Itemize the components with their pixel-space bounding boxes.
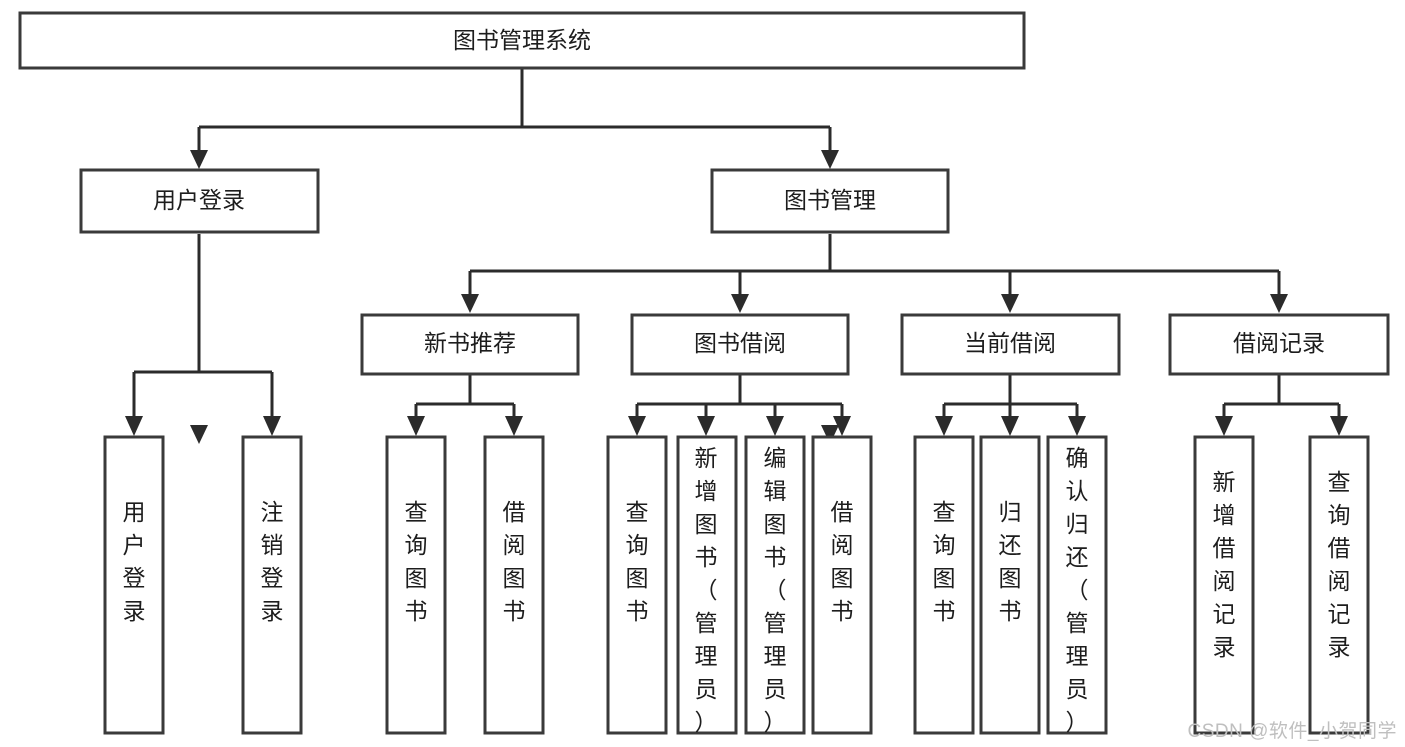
leaf-add-book-admin[interactable]: 新增图书（管理员）	[676, 435, 738, 735]
leaf-borrow-book-newbook[interactable]: 借阅图书	[483, 435, 545, 735]
node-current-borrow[interactable]: 当前借阅	[900, 313, 1121, 376]
leaf-query-borrow-record-box[interactable]	[1308, 435, 1370, 735]
leaf-query-book-borrow[interactable]: 查询图书	[606, 435, 668, 735]
leaf-logout-box[interactable]	[241, 435, 303, 735]
leaf-borrow-book-borrow-label: 借阅图书	[831, 499, 854, 624]
leaf-add-borrow-record[interactable]: 新增借阅记录	[1193, 435, 1255, 735]
arrow-l3-borrowbook	[731, 294, 749, 313]
leaf-edit-book-admin-box[interactable]	[744, 435, 806, 735]
leaf-query-book-newbook[interactable]: 查询图书	[385, 435, 447, 735]
node-borrow-records[interactable]: 借阅记录	[1168, 313, 1390, 376]
edge-root-to-bus	[197, 68, 832, 160]
arrow-l2-userlogin	[190, 150, 208, 169]
node-current-borrow-box[interactable]	[900, 313, 1121, 376]
node-root-box[interactable]	[18, 11, 1026, 70]
node-current-borrow-label: 当前借阅	[964, 330, 1056, 356]
arrow-to-userlogin	[190, 425, 208, 444]
node-user-login-box[interactable]	[79, 168, 320, 234]
edge-borrowbook-to-bus	[635, 375, 844, 427]
node-root-label: 图书管理系统	[453, 27, 591, 53]
leaf-add-book-admin-box[interactable]	[676, 435, 738, 735]
leaf-borrow-book-borrow[interactable]: 借阅图书	[811, 435, 873, 735]
arrow-leaf-4	[505, 416, 523, 436]
leaf-edit-book-admin-label: 编辑图书（管理员）	[764, 445, 787, 735]
node-borrow-records-label: 借阅记录	[1233, 330, 1325, 356]
node-new-book-recommend-box[interactable]	[360, 313, 580, 376]
leaf-borrow-book-newbook-label: 借阅图书	[503, 499, 526, 624]
csdn-watermark: CSDN @软件_小贺同学	[1187, 721, 1397, 742]
arrow-leaf-9	[935, 416, 953, 436]
arrow-to-bookmgmt	[821, 425, 839, 444]
leaf-query-book-current-label: 查询图书	[933, 499, 956, 624]
node-book-borrow[interactable]: 图书借阅	[630, 313, 850, 376]
arrow-l2-bookmgmt	[821, 150, 839, 169]
leaf-confirm-return-admin-box[interactable]	[1046, 435, 1108, 735]
leaf-confirm-return-admin-label: 确认归还（管理员）	[1066, 445, 1089, 735]
arrow-leaf-12	[1215, 416, 1233, 436]
leaf-query-borrow-record[interactable]: 查询借阅记录	[1308, 435, 1370, 735]
leaf-query-book-current-box[interactable]	[913, 435, 975, 735]
arrow-leaf-11	[1068, 416, 1086, 436]
leaf-query-book-current[interactable]: 查询图书	[913, 435, 975, 735]
node-new-book-recommend[interactable]: 新书推荐	[360, 313, 580, 376]
arrow-leaf-1	[125, 416, 143, 436]
leaf-query-book-borrow-label: 查询图书	[626, 499, 649, 624]
leaf-return-book[interactable]: 归还图书	[979, 435, 1041, 735]
node-new-book-recommend-label: 新书推荐	[424, 330, 516, 356]
leaf-edit-book-admin[interactable]: 编辑图书（管理员）	[744, 435, 806, 735]
arrowheads-level2	[125, 150, 1348, 436]
edge-newbook-to-bus	[414, 375, 516, 427]
edge-records-to-bus	[1222, 375, 1341, 427]
arrow-leaf-8	[833, 416, 851, 436]
arrow-l3-current	[1001, 294, 1019, 313]
node-user-login[interactable]: 用户登录	[79, 168, 320, 234]
leaf-query-borrow-record-label: 查询借阅记录	[1328, 469, 1351, 660]
edges-layer	[132, 68, 1341, 427]
leaf-add-book-admin-label: 新增图书（管理员）	[695, 445, 718, 735]
arrow-leaf-6	[697, 416, 715, 436]
leaf-query-book-borrow-box[interactable]	[606, 435, 668, 735]
leaf-query-book-newbook-label: 查询图书	[405, 499, 428, 624]
leaf-logout-label: 注销登录	[261, 499, 284, 624]
arrow-leaf-13	[1330, 416, 1348, 436]
leaf-borrow-book-newbook-box[interactable]	[483, 435, 545, 735]
arrow-leaf-10	[1001, 416, 1019, 436]
leaf-return-book-label: 归还图书	[999, 499, 1022, 624]
node-root[interactable]: 图书管理系统	[18, 11, 1026, 70]
arrow-leaf-7	[766, 416, 784, 436]
node-book-management-label: 图书管理	[784, 187, 876, 213]
edge-current-to-bus	[942, 375, 1079, 427]
arrow-l3-records	[1270, 294, 1288, 313]
arrow-leaf-3	[407, 416, 425, 436]
node-user-login-label: 用户登录	[153, 187, 245, 213]
leaf-user-login[interactable]: 用户登录	[103, 435, 165, 735]
leaf-logout[interactable]: 注销登录	[241, 435, 303, 735]
leaf-user-login-box[interactable]	[103, 435, 165, 735]
node-book-management[interactable]: 图书管理	[710, 168, 950, 234]
arrowheads-layer	[190, 425, 839, 444]
leaf-return-book-box[interactable]	[979, 435, 1041, 735]
arrow-leaf-2	[263, 416, 281, 436]
node-borrow-records-box[interactable]	[1168, 313, 1390, 376]
leaf-query-book-newbook-box[interactable]	[385, 435, 447, 735]
leaf-confirm-return-admin[interactable]: 确认归还（管理员）	[1046, 435, 1108, 735]
node-book-management-box[interactable]	[710, 168, 950, 234]
arrow-l3-newbook	[461, 294, 479, 313]
arrow-leaf-5	[628, 416, 646, 436]
leaf-add-borrow-record-box[interactable]	[1193, 435, 1255, 735]
edge-userlogin-to-bus	[132, 234, 274, 427]
node-book-borrow-box[interactable]	[630, 313, 850, 376]
leaf-user-login-label: 用户登录	[123, 499, 146, 624]
node-book-borrow-label: 图书借阅	[694, 330, 786, 356]
leaf-borrow-book-borrow-box[interactable]	[811, 435, 873, 735]
edge-bookmgmt-to-bus	[468, 234, 1281, 304]
leaf-add-borrow-record-label: 新增借阅记录	[1213, 469, 1236, 660]
